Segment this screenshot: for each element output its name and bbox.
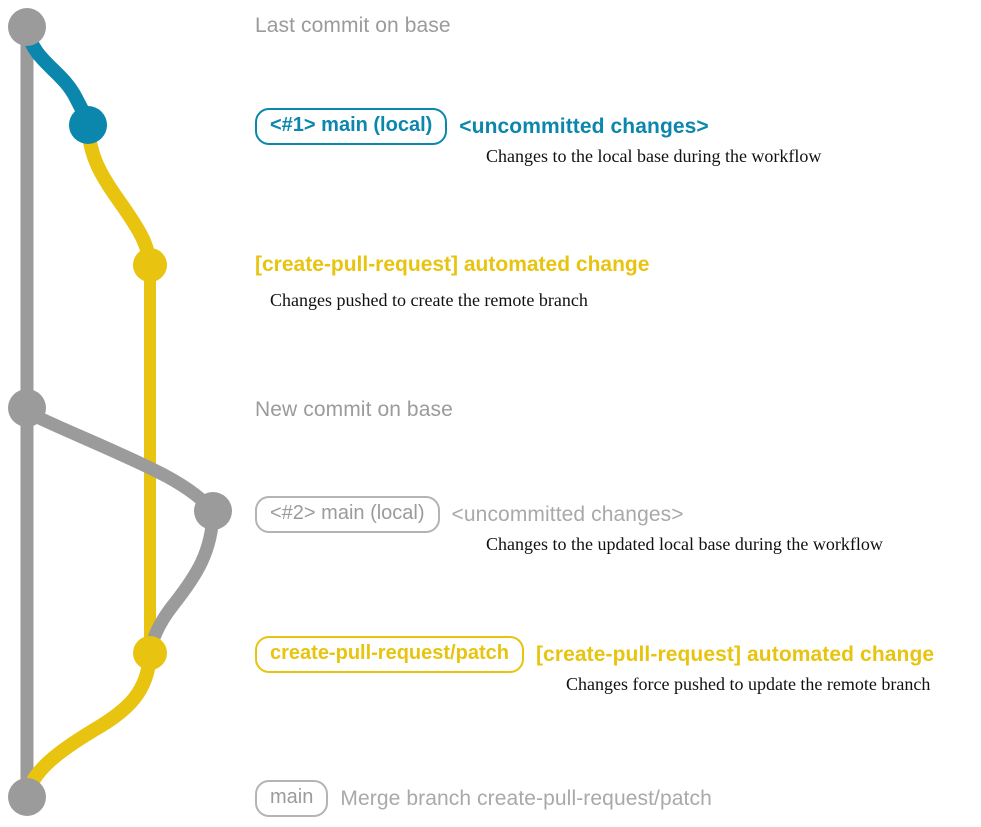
commit-subject-patch-create: [create-pull-request] automated change bbox=[255, 253, 650, 276]
edge-local2-to-patch-update bbox=[143, 505, 220, 660]
commit-node-base-new[interactable] bbox=[8, 389, 46, 427]
row-local-commit-1: <#1> main (local) <uncommitted changes> bbox=[255, 108, 709, 145]
headline-last-commit-on-base: Last commit on base bbox=[255, 14, 451, 37]
commit-node-local-1[interactable] bbox=[69, 106, 107, 144]
commit-node-patch-create[interactable] bbox=[133, 248, 167, 282]
commit-node-local-2[interactable] bbox=[194, 492, 232, 530]
branch-badge-create-pull-request-patch[interactable]: create-pull-request/patch bbox=[255, 636, 524, 673]
branch-badge-main-local-2[interactable]: <#2> main (local) bbox=[255, 496, 440, 533]
commit-note-local-1: Changes to the local base during the wor… bbox=[486, 146, 822, 166]
commit-subject-patch-update: [create-pull-request] automated change bbox=[535, 642, 935, 666]
commit-node-base-last[interactable] bbox=[8, 8, 46, 46]
row-merge-commit: main Merge branch create-pull-request/pa… bbox=[255, 780, 712, 817]
commit-graph bbox=[8, 8, 232, 816]
commit-note-patch-update: Changes force pushed to update the remot… bbox=[566, 674, 931, 694]
commit-subject-local-2: <uncommitted changes> bbox=[451, 502, 684, 526]
commit-note-patch-create: Changes pushed to create the remote bran… bbox=[270, 290, 588, 310]
row-local-commit-2: <#2> main (local) <uncommitted changes> bbox=[255, 496, 684, 533]
commit-subject-merge: Merge branch create-pull-request/patch bbox=[340, 786, 712, 810]
branch-badge-main-local-1[interactable]: <#1> main (local) bbox=[255, 108, 448, 145]
commit-subject-local-1: <uncommitted changes> bbox=[459, 114, 709, 138]
headline-new-commit-on-base: New commit on base bbox=[255, 398, 453, 421]
commit-node-patch-update[interactable] bbox=[133, 636, 167, 670]
edge-local1-to-patch-create bbox=[81, 119, 157, 272]
commit-note-local-2: Changes to the updated local base during… bbox=[486, 534, 883, 554]
row-patch-commit-update: create-pull-request/patch [create-pull-r… bbox=[255, 636, 934, 673]
edge-basenew-to-local2 bbox=[20, 405, 220, 518]
edge-patch-update-to-merge bbox=[20, 647, 157, 802]
commit-node-base-merge[interactable] bbox=[8, 778, 46, 816]
branch-badge-main[interactable]: main bbox=[255, 780, 329, 817]
